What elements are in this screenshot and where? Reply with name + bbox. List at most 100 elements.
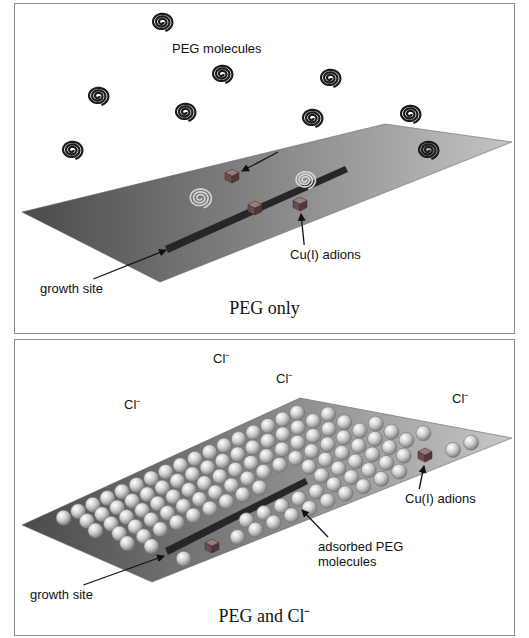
peg-sphere [446,442,461,457]
peg-sphere [318,452,333,467]
peg-sphere [275,442,290,457]
peg-sphere [245,440,260,455]
adion-cube [248,201,262,208]
leader-arrow [302,510,328,537]
peg-sphere [259,449,274,464]
pointer-arrow [242,152,278,171]
component-label: growth site [30,588,93,603]
panel-caption: PEG and Cl⁻ [15,603,514,627]
peg-sphere [368,416,383,431]
growth-site-step [165,478,308,555]
leader-arrow [93,250,166,279]
peg-sphere [230,530,245,545]
peg-spiral [303,110,322,127]
peg-sphere [231,432,246,447]
peg-sphere [337,415,352,430]
peg-sphere [335,445,350,460]
peg-sphere [266,515,281,530]
peg-sphere [275,427,290,442]
ion-label: Cl⁻ [124,398,140,413]
adion-cube [293,197,307,204]
leader-arrow [419,466,424,489]
peg-sphere [284,508,299,523]
peg-sphere [56,510,71,525]
peg-sphere [144,539,159,554]
peg-sphere [321,407,336,422]
substrate-plane [22,398,512,582]
peg-sphere [336,430,351,445]
peg-sphere [217,438,232,453]
peg-sphere [338,486,353,501]
peg-sphere [374,471,389,486]
peg-spiral [401,106,420,123]
peg-sphere [331,461,346,476]
peg-sphere [396,448,411,463]
peg-sphere [230,447,245,462]
peg-sphere [320,493,335,508]
peg-sphere [379,455,394,470]
peg-sphere [169,515,184,530]
peg-sphere [260,434,275,449]
peg-sphere [120,536,135,551]
peg-sphere [302,501,317,516]
peg-sphere [361,463,376,478]
ion-label: Cl⁻ [276,372,292,387]
component-label: PEG molecules [172,42,262,57]
peg-sphere [382,440,397,455]
peg-sphere [219,494,234,509]
peg-sphere [321,422,336,437]
peg-sphere [272,457,287,472]
adion-cube [225,169,239,176]
peg-spiral [190,189,211,208]
ion-label: Cl⁻ [213,352,229,367]
peg-sphere [399,433,414,448]
substrate-plane [22,124,512,282]
peg-sphere [351,438,366,453]
peg-sphere [384,424,399,439]
leader-arrow [83,556,164,585]
peg-sphere [246,425,261,440]
peg-sphere [464,435,479,450]
peg-spiral [213,66,232,83]
growth-site-step [165,166,348,253]
peg-sphere [215,454,230,469]
component-label: Cu(I) adions [290,248,361,263]
peg-sphere [153,522,168,537]
peg-sphere [314,468,329,483]
peg-sphere [304,444,319,459]
peg-sphere [291,420,306,435]
peg-sphere [320,437,335,452]
peg-spiral [296,172,315,189]
peg-sphere [301,459,316,474]
peg-sphere [275,412,290,427]
peg-sphere [290,435,305,450]
adion-cube [418,448,432,455]
peg-sphere [288,451,303,466]
peg-spiral [321,70,340,87]
peg-spiral [63,142,82,159]
peg-sphere [235,487,250,502]
peg-sphere [348,454,363,469]
panel-caption: PEG only [15,298,514,319]
peg-sphere [252,480,267,495]
peg-sphere [202,445,217,460]
peg-sphere [202,501,217,516]
peg-sphere [244,455,259,470]
peg-sphere [256,464,271,479]
adion-cube [205,539,219,546]
ion-label: Cl⁻ [452,392,468,407]
peg-spiral [419,142,438,159]
peg-sphere [290,405,305,420]
peg-spiral [89,88,108,105]
leader-arrow [301,214,304,245]
peg-sphere [188,451,203,466]
peg-sphere [416,426,431,441]
peg-sphere [392,464,407,479]
component-label: growth site [40,282,103,297]
peg-sphere [368,431,383,446]
peg-sphere [365,447,380,462]
peg-spiral [153,14,172,31]
peg-sphere [176,551,191,566]
component-label: adsorbed PEG molecules [318,540,418,570]
